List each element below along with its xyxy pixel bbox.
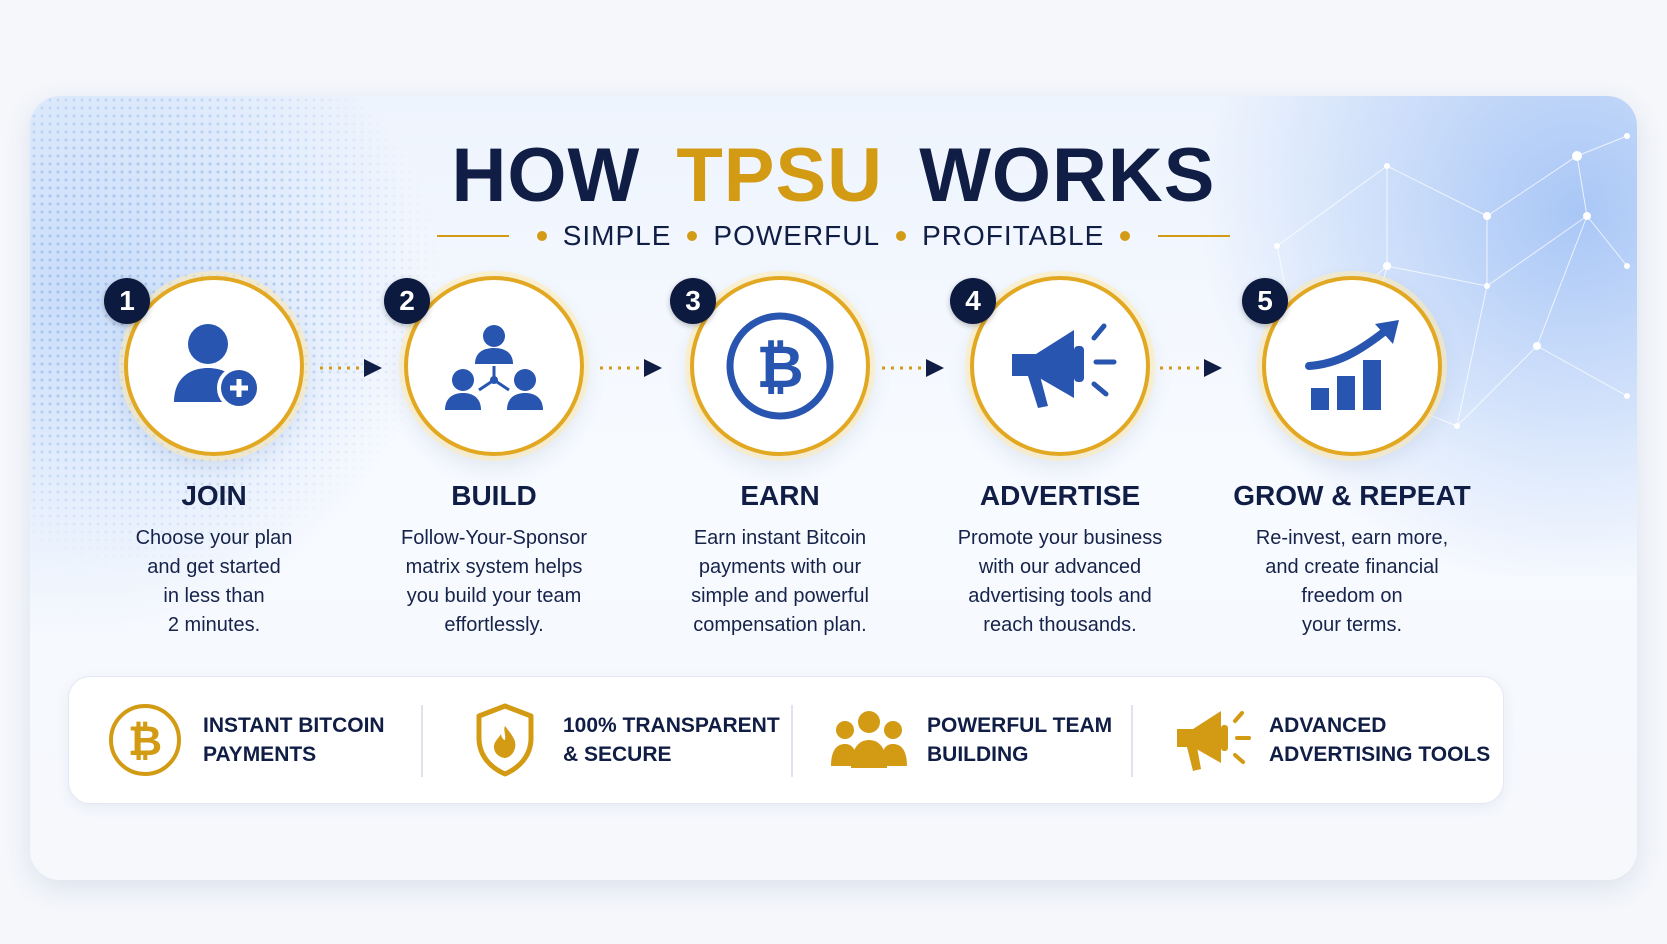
step-description-line: your terms. — [1301, 614, 1403, 636]
step-description-line: compensation plan. — [693, 614, 867, 636]
feature-divider — [791, 705, 793, 777]
feature-divider — [421, 705, 423, 777]
growth-chart-icon — [1305, 320, 1399, 410]
step-description-line: payments with our — [698, 556, 862, 578]
user-plus-icon — [174, 324, 261, 410]
tagline-word-profitable: PROFITABLE — [922, 220, 1105, 251]
step-description-line: effortlessly. — [444, 614, 544, 636]
shield-icon — [465, 700, 545, 780]
step-icon-circle — [970, 276, 1150, 456]
bitcoin-icon: ₿ — [726, 312, 834, 420]
tagline-dot — [896, 231, 907, 241]
step-number-badge: 3 — [670, 278, 716, 324]
feature-label-line: PAYMENTS — [203, 743, 317, 766]
bitcoin-coin-icon: ₿ — [105, 700, 185, 780]
tagline-word-powerful: POWERFUL — [713, 220, 881, 251]
title-brand: TPSU — [676, 133, 884, 218]
step-title: BUILD — [451, 480, 537, 511]
step-description: Follow-Your-Sponsor matrix system helps … — [344, 524, 644, 640]
step-number-badge: 2 — [384, 278, 430, 324]
arrow-right-icon — [882, 359, 944, 377]
arrow-right-icon — [320, 359, 382, 377]
title-how: HOW — [451, 133, 641, 218]
step-description-line: reach thousands. — [983, 614, 1137, 636]
svg-text:₿: ₿ — [128, 716, 162, 765]
step-description-line: 2 minutes. — [167, 614, 261, 636]
step-join: 1 JOIN Choose your plan and get started … — [64, 276, 364, 636]
step-description: Choose your plan and get started in less… — [64, 524, 364, 640]
step-icon-circle — [1262, 276, 1442, 456]
feature-label: POWERFUL TEAM BUILDING — [927, 711, 1112, 769]
feature-label-line: POWERFUL TEAM — [927, 714, 1113, 737]
step-description-line: you build your team — [406, 585, 582, 607]
step-description-line: and create financial — [1265, 556, 1439, 578]
step-title: EARN — [740, 480, 820, 511]
svg-text:₿: ₿ — [756, 333, 803, 401]
feature-label-line: BUILDING — [927, 743, 1029, 766]
feature-label: ADVANCED ADVERTISING TOOLS — [1269, 711, 1490, 769]
step-description-line: and get started — [147, 556, 281, 578]
tagline-dot — [1120, 231, 1131, 241]
feature-divider — [1131, 705, 1133, 777]
step-description: Earn instant Bitcoin payments with our s… — [630, 524, 930, 640]
step-number-badge: 1 — [104, 278, 150, 324]
feature-label-line: ADVANCED — [1269, 714, 1387, 737]
title-works: WORKS — [919, 133, 1216, 218]
tagline-word-simple: SIMPLE — [562, 220, 672, 251]
step-description-line: matrix system helps — [405, 556, 583, 578]
step-description-line: simple and powerful — [691, 585, 869, 607]
step-earn: ₿ 3 EARN Earn instant Bitcoin payments w… — [630, 276, 930, 636]
step-description-line: advertising tools and — [968, 585, 1152, 607]
how-it-works-card: HOW TPSU WORKS SIMPLE POWERFUL PROFITABL… — [30, 96, 1637, 880]
step-description-line: Re-invest, earn more, — [1255, 527, 1449, 549]
feature-label-line: 100% TRANSPARENT — [563, 714, 780, 737]
arrow-right-icon — [1160, 359, 1222, 377]
megaphone-icon — [1012, 323, 1117, 408]
step-advertise: 4 ADVERTISE Promote your business with o… — [910, 276, 1210, 636]
step-description-line: Promote your business — [957, 527, 1163, 549]
team-icon — [829, 700, 909, 780]
feature-label: 100% TRANSPARENT & SECURE — [563, 711, 780, 769]
feature-label-line: & SECURE — [563, 743, 672, 766]
feature-label-line: INSTANT BITCOIN — [203, 714, 385, 737]
tagline-line-left — [436, 235, 509, 237]
step-title: ADVERTISE — [979, 480, 1141, 511]
step-icon-circle — [404, 276, 584, 456]
feature-label: INSTANT BITCOIN PAYMENTS — [203, 711, 385, 769]
page-title: HOW TPSU WORKS — [30, 132, 1637, 219]
feature-team-building: POWERFUL TEAM BUILDING — [829, 677, 1112, 803]
feature-advertising-tools: ADVANCED ADVERTISING TOOLS — [1171, 677, 1490, 803]
team-network-icon — [445, 325, 543, 410]
step-number-badge: 5 — [1242, 278, 1288, 324]
step-grow-and-repeat: 5 GROW & REPEAT Re-invest, earn more, an… — [1202, 276, 1502, 636]
features-bar: ₿ INSTANT BITCOIN PAYMENTS 100% TRANSPAR… — [68, 676, 1504, 804]
step-number-badge: 4 — [950, 278, 996, 324]
step-description: Re-invest, earn more, and create financi… — [1202, 524, 1502, 640]
step-description: Promote your business with our advanced … — [910, 524, 1210, 640]
step-description-line: Choose your plan — [135, 527, 293, 549]
step-icon-circle — [124, 276, 304, 456]
tagline: SIMPLE POWERFUL PROFITABLE — [30, 216, 1637, 256]
tagline-dot — [536, 231, 547, 241]
step-description-line: in less than — [163, 585, 265, 607]
arrow-right-icon — [600, 359, 662, 377]
megaphone-icon — [1171, 700, 1251, 780]
tagline-line-right — [1158, 235, 1231, 237]
step-title: GROW & REPEAT — [1233, 480, 1471, 511]
step-title: JOIN — [181, 480, 247, 511]
tagline-dot — [687, 231, 698, 241]
feature-transparent-secure: 100% TRANSPARENT & SECURE — [465, 677, 780, 803]
step-description-line: Follow-Your-Sponsor — [400, 527, 587, 549]
step-description-line: with our advanced — [978, 556, 1142, 578]
step-build: 2 BUILD Follow-Your-Sponsor matrix syste… — [344, 276, 644, 636]
feature-label-line: ADVERTISING TOOLS — [1269, 743, 1491, 766]
step-icon-circle: ₿ — [690, 276, 870, 456]
step-description-line: Earn instant Bitcoin — [693, 527, 867, 549]
step-description-line: freedom on — [1301, 585, 1403, 607]
feature-instant-bitcoin: ₿ INSTANT BITCOIN PAYMENTS — [105, 677, 385, 803]
